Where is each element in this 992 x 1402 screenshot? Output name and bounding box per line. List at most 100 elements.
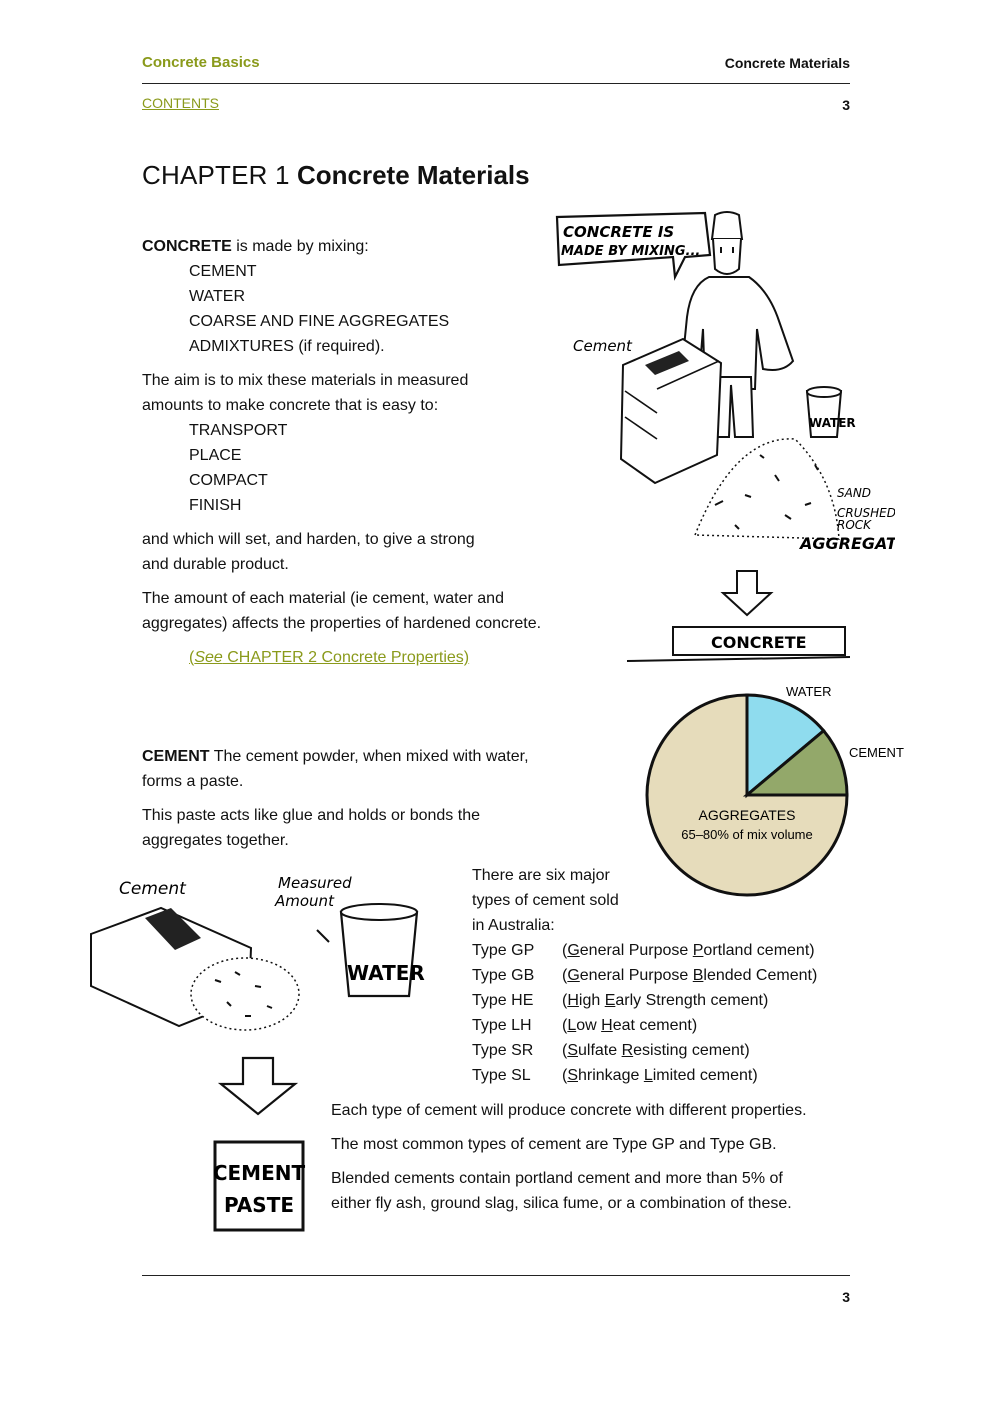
crushed-rock-label: CRUSHED <box>837 506 895 520</box>
concrete-mixing-illustration: CONCRETE IS MADE BY MIXING... WATER Ceme… <box>555 211 895 662</box>
concrete-slab <box>672 626 846 656</box>
ingredient-item: WATER <box>189 288 245 305</box>
aggregates-slice-label: AGGREGATES <box>699 807 796 823</box>
water-slice-label: WATER <box>786 684 832 699</box>
cement-section: CEMENT The cement powder, when mixed wit… <box>142 744 592 853</box>
cement-lead-text: forms a paste. <box>142 773 244 790</box>
mix-proportions-pie: WATER CEMENT AGGREGATES 65–80% of mix vo… <box>645 684 904 897</box>
see-chapter-2-link[interactable]: (See CHAPTER 2 Concrete Properties) <box>142 645 592 670</box>
paste-label: CEMENT <box>213 1161 306 1185</box>
cement-type-code: Type GP <box>472 942 535 959</box>
aggregates-label: AGGREGATES <box>798 534 895 553</box>
blended-note: Blended cements contain portland cement … <box>331 1170 783 1187</box>
cement-type-code: Type LH <box>472 1017 532 1034</box>
ingredient-item: ADMIXTURES (if required). <box>189 338 385 355</box>
cement-powder <box>190 957 300 1031</box>
hard-hat <box>710 211 744 240</box>
concrete-slab-label: CONCRETE <box>711 633 807 652</box>
cement-type-row: Type HE (High Early Strength cement) <box>472 988 862 1013</box>
cement-term: CEMENT <box>142 748 210 765</box>
down-arrow-icon <box>720 570 774 617</box>
cement-type-description: (General Purpose Blended Cement) <box>562 967 818 984</box>
cement-type-code: Type HE <box>472 992 534 1009</box>
measured-label: Measured <box>278 874 352 892</box>
cement-type-description: (High Early Strength cement) <box>562 992 769 1009</box>
blended-note: either fly ash, ground slag, silica fume… <box>331 1195 792 1212</box>
footer-divider <box>142 1275 850 1276</box>
bag-print <box>645 351 689 375</box>
link-paren: ( <box>189 649 195 666</box>
bucket-label: WATER <box>809 416 856 430</box>
amount-line: The amount of each material (ie cement, … <box>142 590 504 607</box>
chapter-heading: CHAPTER 1 Concrete Materials <box>142 160 530 191</box>
bucket-label: WATER <box>347 961 425 985</box>
intro-section: CONCRETE is made by mixing: CEMENT WATER… <box>142 234 592 670</box>
aggregate-pile <box>693 438 840 540</box>
crushed-rock-label: ROCK <box>837 518 872 532</box>
intro-lead: CONCRETE is made by mixing: <box>142 234 592 259</box>
cement-type-code: Type SL <box>472 1067 531 1084</box>
cement-type-row: Type SL (Shrinkage Limited cement) <box>472 1063 862 1088</box>
ingredient-item: CEMENT <box>189 263 257 280</box>
cement-type-description: (Sulfate Resisting cement) <box>562 1042 750 1059</box>
speech-line: MADE BY MIXING... <box>561 244 700 259</box>
link-see: See <box>194 649 223 666</box>
contents-link[interactable]: CONTENTS <box>142 95 219 111</box>
ingredient-item: COARSE AND FINE AGGREGATES <box>189 313 450 330</box>
speech-line: CONCRETE IS <box>563 223 674 241</box>
action-item: COMPACT <box>189 472 268 489</box>
cement-label: Cement <box>119 879 187 899</box>
running-header-book-title: Concrete Basics <box>142 54 260 71</box>
cement-type-row: Type GB (General Purpose Blended Cement) <box>472 963 862 988</box>
cement-type-row: Type SR (Sulfate Resisting cement) <box>472 1038 862 1063</box>
aim-line: The aim is to mix these materials in mea… <box>142 372 469 389</box>
action-item: FINISH <box>189 497 242 514</box>
cement-types-list: Type GP (General Purpose Portland cement)… <box>472 938 862 1088</box>
man-head <box>712 238 742 275</box>
glue-line: aggregates together. <box>142 832 289 849</box>
aim-line: amounts to make concrete that is easy to… <box>142 397 439 414</box>
water-slice <box>745 693 826 799</box>
each-type-note: Each type of cement will produce concret… <box>331 1102 807 1119</box>
measured-label: Amount <box>274 892 335 910</box>
concrete-term: CONCRETE <box>142 238 232 255</box>
cement-type-row: Type LH (Low Heat cement) <box>472 1013 862 1038</box>
action-item: TRANSPORT <box>189 422 288 439</box>
cement-type-description: (Low Heat cement) <box>562 1017 698 1034</box>
amount-line: aggregates) affects the properties of ha… <box>142 615 542 632</box>
cement-slice-label: CEMENT <box>849 745 904 760</box>
link-text: CHAPTER 2 Concrete Properties) <box>222 649 470 666</box>
cement-slice <box>742 728 849 797</box>
down-arrow-icon <box>217 1056 299 1116</box>
cement-paste-box <box>213 1140 305 1232</box>
speech-bubble <box>555 211 712 281</box>
types-intro-line: There are six major <box>472 867 610 884</box>
header-page-number: 3 <box>842 97 850 113</box>
cement-paste-illustration: Cement Measured Amount WATER CEMENT PAST… <box>90 874 425 1232</box>
intro-lead-text: is made by mixing: <box>231 238 369 255</box>
bag-print <box>145 908 201 950</box>
ground-line <box>626 656 851 662</box>
cement-bags <box>619 337 723 485</box>
chapter-label: CHAPTER 1 <box>142 160 290 190</box>
cement-type-code: Type GB <box>472 967 535 984</box>
running-header-section-title: Concrete Materials <box>724 55 850 71</box>
cement-type-description: (Shrinkage Limited cement) <box>562 1067 758 1084</box>
sand-label: SAND <box>837 486 871 500</box>
footer-page-number: 3 <box>842 1289 850 1305</box>
cement-notes: Each type of cement will produce concret… <box>331 1098 861 1216</box>
types-intro-line: in Australia: <box>472 917 555 934</box>
most-common-note: The most common types of cement are Type… <box>331 1136 777 1153</box>
cement-type-row: Type GP (General Purpose Portland cement) <box>472 938 862 963</box>
result-line: and durable product. <box>142 556 289 573</box>
cement-type-code: Type SR <box>472 1042 534 1059</box>
cement-label: Cement <box>573 337 633 355</box>
types-intro-line: types of cement sold <box>472 892 619 909</box>
cement-lead-text: The cement powder, when mixed with water… <box>209 748 529 765</box>
cement-lead: CEMENT The cement powder, when mixed wit… <box>142 744 592 769</box>
header-divider <box>142 83 850 84</box>
chapter-title: Concrete Materials <box>296 160 530 190</box>
paste-label: PASTE <box>224 1193 294 1217</box>
cement-types-block: There are six major types of cement sold… <box>472 863 862 1088</box>
cement-type-description: (General Purpose Portland cement) <box>562 942 815 959</box>
